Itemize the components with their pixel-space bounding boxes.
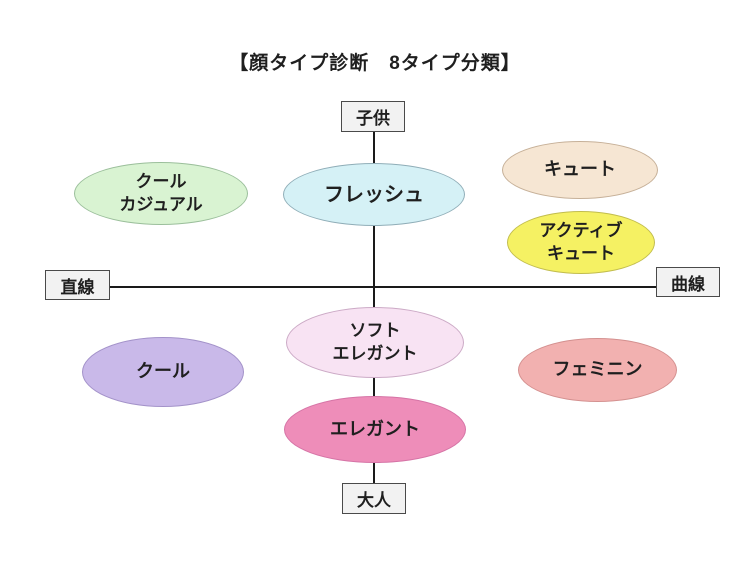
axis-label-curved: 曲線 (656, 267, 720, 297)
type-label-cool-casual: クール カジュアル (119, 172, 203, 214)
axis-label-child: 子供 (341, 101, 405, 132)
type-label-feminine: フェミニン (552, 359, 643, 380)
type-ellipse-soft-elegant: ソフト エレガント (286, 307, 464, 378)
type-label-cute: キュート (544, 159, 616, 180)
type-ellipse-cool: クール (82, 337, 244, 407)
axis-label-adult: 大人 (342, 483, 406, 514)
type-ellipse-elegant: エレガント (284, 396, 466, 463)
axis-label-straight: 直線 (45, 270, 110, 300)
type-label-elegant: エレガント (330, 418, 420, 439)
type-label-soft-elegant: ソフト エレガント (332, 321, 418, 363)
type-label-fresh: フレッシュ (324, 183, 424, 206)
type-ellipse-feminine: フェミニン (518, 338, 677, 402)
type-ellipse-cool-casual: クール カジュアル (74, 162, 248, 225)
type-ellipse-fresh: フレッシュ (283, 163, 465, 226)
type-ellipse-cute: キュート (502, 141, 658, 199)
diagram-title: 【顔タイプ診断 8タイプ分類】 (229, 53, 521, 74)
type-label-cool: クール (136, 361, 190, 382)
type-label-active-cute: アクティブ キュート (539, 221, 623, 263)
type-ellipse-active-cute: アクティブ キュート (507, 211, 655, 274)
horizontal-axis-line (110, 286, 656, 288)
